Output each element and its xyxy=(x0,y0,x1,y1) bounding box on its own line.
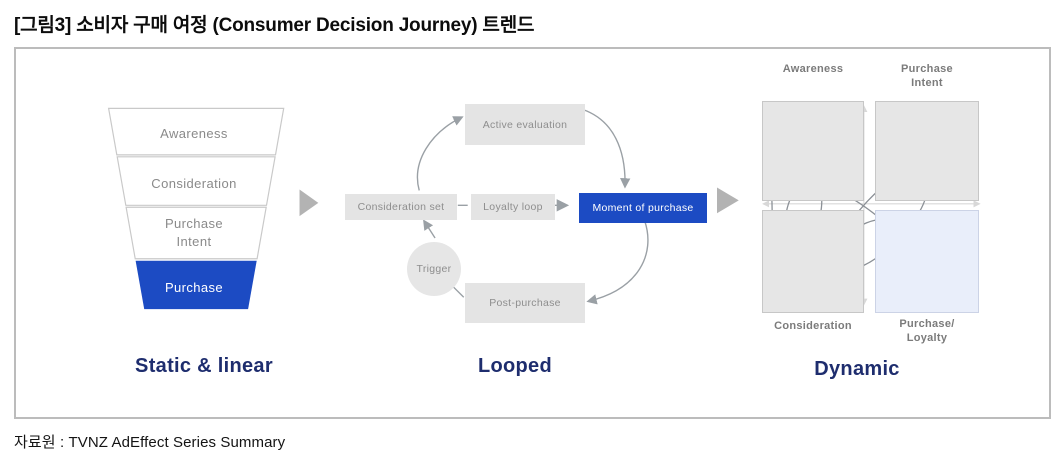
caption-dynamic: Dynamic xyxy=(814,358,900,380)
node-active-evaluation-label: Active evaluation xyxy=(482,118,568,131)
quadrant-label-consideration: Consideration xyxy=(774,320,852,332)
node-loyalty-loop-label: Loyalty loop xyxy=(483,201,543,213)
funnel-shape xyxy=(107,107,285,310)
quadrant-label-purchase-loyalty: Purchase/ Loyalty xyxy=(899,318,955,345)
caption-static-linear: Static & linear xyxy=(135,355,273,377)
funnel-label-purchase-intent: Purchase Intent xyxy=(164,216,224,249)
arrow-consideration-to-active xyxy=(416,116,464,191)
figure-frame: Awareness Consideration Purchase Intent … xyxy=(14,47,1051,419)
arrow-moment-to-postpurchase xyxy=(586,220,649,305)
funnel-stage-consideration xyxy=(116,156,276,206)
node-trigger: Trigger xyxy=(407,242,461,296)
caption-looped: Looped xyxy=(477,355,553,377)
quadrant-label-purchase-intent: Purchase Intent xyxy=(901,63,953,90)
node-consideration-set: Consideration set xyxy=(345,194,457,220)
node-trigger-label: Trigger xyxy=(416,263,452,275)
loop-connectors xyxy=(416,108,649,305)
funnel-label-consideration: Consideration xyxy=(151,176,237,191)
quadrant-label-awareness: Awareness xyxy=(782,63,844,75)
node-post-purchase-label: Post-purchase xyxy=(489,297,561,309)
arrow-active-to-moment xyxy=(582,108,631,189)
node-moment-of-purchase: Moment of purchase xyxy=(579,193,707,223)
node-moment-of-purchase-label: Moment of purchase xyxy=(592,202,694,214)
loop-to-dynamic-arrow-icon xyxy=(716,187,739,214)
funnel-label-awareness: Awareness xyxy=(160,126,228,141)
quadrant-bottom-right xyxy=(875,210,979,313)
node-loyalty-loop: Loyalty loop xyxy=(471,194,555,220)
node-active-evaluation: Active evaluation xyxy=(465,104,585,145)
funnel-stage-purchase xyxy=(135,260,257,310)
funnel-stage-purchase-intent xyxy=(125,206,267,260)
funnel-stage-awareness xyxy=(107,107,285,156)
node-consideration-set-label: Consideration set xyxy=(357,201,445,213)
quadrant-top-right xyxy=(875,101,979,201)
line-trigger-to-postpurchase xyxy=(451,284,465,298)
node-post-purchase: Post-purchase xyxy=(465,283,585,323)
funnel-to-loop-arrow-icon xyxy=(299,189,319,217)
funnel-label-purchase: Purchase xyxy=(164,280,224,295)
figure-title: [그림3] 소비자 구매 여정 (Consumer Decision Journ… xyxy=(14,15,535,36)
quadrant-top-left xyxy=(762,101,864,201)
quadrant-bottom-left xyxy=(762,210,864,313)
arrow-trigger-to-consideration xyxy=(423,219,436,239)
figure-source: 자료원 : TVNZ AdEffect Series Summary xyxy=(14,434,286,451)
